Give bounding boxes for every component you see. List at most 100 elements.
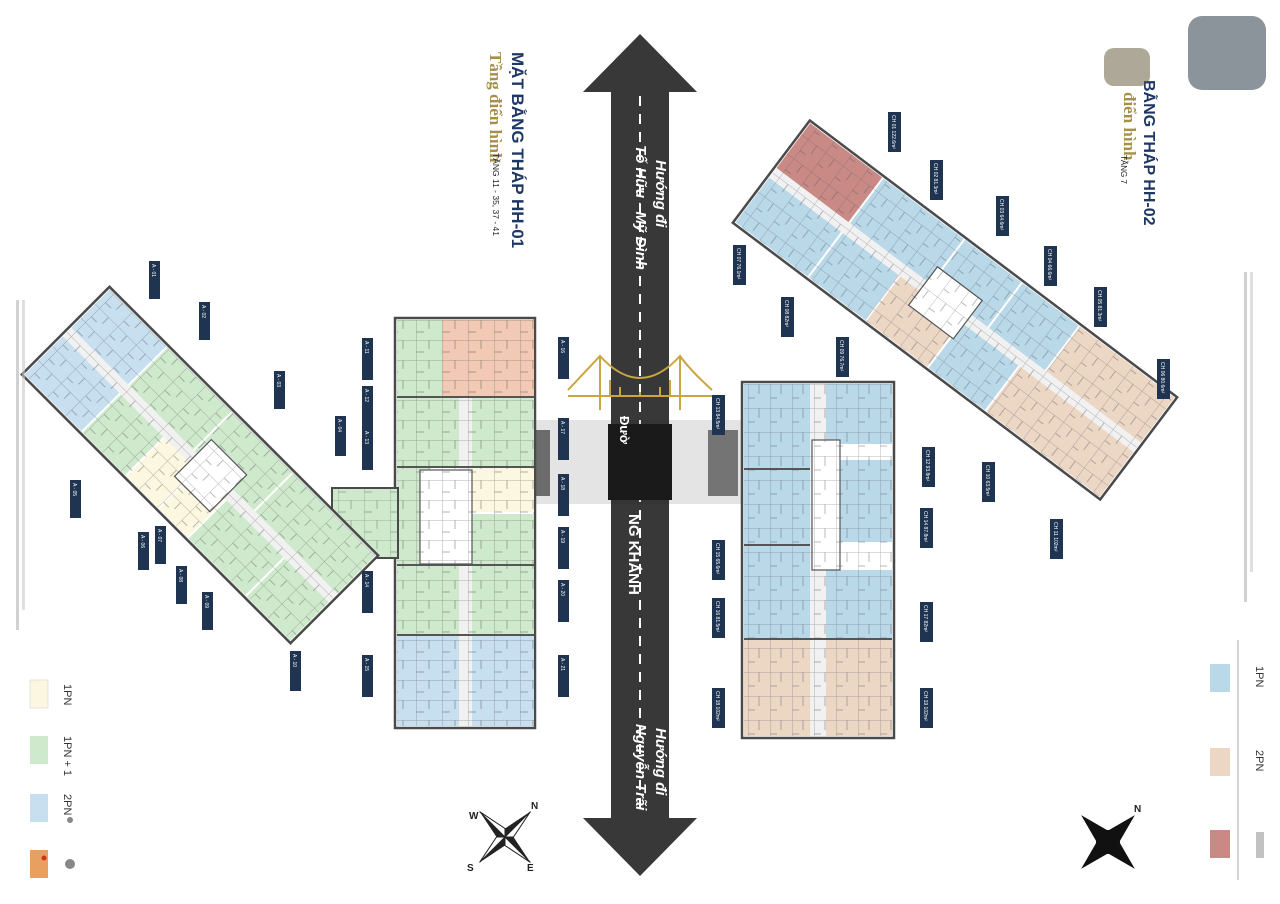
compass-s: S — [467, 863, 474, 874]
legend-swatch — [1210, 664, 1230, 692]
road-dir-top-dest: Tố Hữu - Mỹ Đình — [632, 145, 649, 270]
svg-text:A - 20: A - 20 — [559, 583, 565, 596]
right-tag: CH 02 81.3m² — [930, 160, 943, 200]
road-dir-bottom-dest: Nguyễn Trãi — [632, 724, 649, 811]
left-tag: A - 08 — [176, 566, 187, 604]
right-tower-subtitle: điển hình — [1120, 92, 1139, 161]
right-tower-title: BẰNG THÁP HH-02 — [1140, 80, 1159, 226]
right-tower-heading: BẰNG THÁP HH-02 điển hình TẦNG 7 — [1104, 16, 1266, 226]
left-tag: A - 17 — [558, 418, 569, 460]
left-tag: A - 04 — [335, 416, 346, 456]
road-name-top: Đườ — [617, 416, 632, 445]
svg-text:A - 21: A - 21 — [559, 658, 565, 671]
svg-text:CH 10 63.5m²: CH 10 63.5m² — [984, 465, 990, 496]
right-tag: CH 17 82m² — [920, 602, 933, 642]
svg-text:CH 11 102m²: CH 11 102m² — [1052, 522, 1058, 552]
left-tag: A - 16 — [558, 337, 569, 379]
compass-right: N — [1081, 804, 1141, 869]
road-dir-bottom-label: Hướng đi — [652, 728, 669, 796]
left-tag: A - 21 — [558, 655, 569, 697]
svg-text:CH 16 81.5m²: CH 16 81.5m² — [714, 601, 720, 632]
legend-label: 1PN — [1253, 666, 1265, 687]
legend-item — [30, 850, 75, 878]
svg-text:CH 17 82m²: CH 17 82m² — [922, 605, 928, 632]
left-tag: A - 18 — [558, 474, 569, 516]
right-tag: CH 09 76.7m² — [836, 337, 849, 377]
blurred-logo — [1188, 16, 1266, 90]
left-walls — [397, 320, 534, 726]
right-tag: CH 12 93.8m² — [922, 447, 935, 487]
left-note — [16, 300, 25, 630]
svg-text:CH 14 87.8m²: CH 14 87.8m² — [922, 511, 928, 542]
left-tag: A - 15 — [362, 655, 373, 697]
svg-text:A - 02: A - 02 — [200, 305, 206, 318]
left-tag: A - 19 — [558, 527, 569, 569]
legend-swatch — [30, 850, 48, 878]
svg-text:A - 03: A - 03 — [275, 374, 281, 387]
right-tag: CH 14 87.8m² — [920, 508, 933, 548]
right-note — [1244, 272, 1253, 602]
svg-text:CH 12 93.8m²: CH 12 93.8m² — [924, 450, 930, 481]
svg-text:CH 18 102m²: CH 18 102m² — [714, 691, 720, 721]
right-tag: CH 13 84.5m² — [712, 395, 725, 435]
right-tag: CH 06 80.6m² — [1157, 359, 1170, 399]
legend-swatch — [30, 736, 48, 764]
left-tag: A - 11 — [362, 338, 373, 380]
left-tag: A - 14 — [362, 571, 373, 613]
left-tag: A - 05 — [70, 480, 81, 518]
legend-item: 2PN — [30, 794, 73, 823]
blur-block-center — [608, 424, 672, 500]
legend-label: 2PN — [61, 794, 73, 815]
left-tag: A - 09 — [202, 592, 213, 630]
svg-text:A - 17: A - 17 — [559, 421, 565, 434]
compass-w: W — [469, 811, 479, 822]
left-tag: A - 06 — [138, 532, 149, 570]
legend-swatch — [1210, 748, 1230, 776]
legend-item — [1210, 830, 1264, 858]
legend-label: 1PN + 1 — [61, 736, 73, 776]
svg-text:A - 01: A - 01 — [150, 264, 156, 277]
compass-r-n: N — [1134, 804, 1141, 815]
svg-text:CH 04 66.6m²: CH 04 66.6m² — [1046, 249, 1052, 280]
svg-text:CH 08 82m²: CH 08 82m² — [783, 300, 789, 327]
svg-text:A - 16: A - 16 — [559, 340, 565, 353]
svg-text:A - 19: A - 19 — [559, 530, 565, 543]
road: Hướng đi Tố Hữu - Mỹ Đình Đườ NG KHÁNH H… — [516, 34, 766, 876]
road-name-bottom: NG KHÁNH — [625, 514, 642, 595]
compass-n: N — [531, 801, 538, 812]
bridge-icon — [567, 354, 713, 410]
left-tags: A - 01 A - 02 A - 03 A - 04 A - 05 A - 0… — [70, 261, 569, 697]
left-legend: 1PN 1PN + 1 2PN — [29, 679, 75, 878]
svg-text:CH 19 102m²: CH 19 102m² — [922, 691, 928, 721]
left-tag: A - 13 — [362, 428, 373, 470]
legend-item: 1PN — [29, 679, 73, 709]
right-tower-floors: TẦNG 7 — [1119, 155, 1129, 184]
right-tag: CH 03 64.6m² — [996, 196, 1009, 236]
left-tag: A - 10 — [290, 651, 301, 691]
svg-text:A - 11: A - 11 — [363, 341, 369, 354]
blurred-logo-small — [1104, 48, 1150, 86]
left-tag: A - 01 — [149, 261, 160, 299]
right-tag: CH 05 81.3m² — [1094, 287, 1107, 327]
right-legend: 1PN 2PN — [1210, 640, 1265, 880]
svg-text:A - 06: A - 06 — [139, 535, 145, 548]
svg-text:A - 04: A - 04 — [336, 419, 342, 432]
left-tower-heading: MẶT BẰNG THÁP HH-01 Tầng điển hình TẦNG … — [486, 52, 527, 248]
legend-item — [1210, 664, 1230, 692]
legend-swatch — [29, 679, 49, 709]
right-tag: CH 15 65.6m² — [712, 540, 725, 580]
svg-text:A - 09: A - 09 — [203, 595, 209, 608]
svg-text:CH 03 64.6m²: CH 03 64.6m² — [998, 199, 1004, 230]
right-tag: CH 10 63.5m² — [982, 462, 995, 502]
left-tower-title: MẶT BẰNG THÁP HH-01 — [508, 52, 527, 248]
right-tower-diagonal-wing — [731, 118, 1179, 502]
left-tag: A - 02 — [199, 302, 210, 340]
left-tag: A - 03 — [274, 371, 285, 409]
svg-text:CH 13 84.5m²: CH 13 84.5m² — [714, 398, 720, 429]
svg-text:CH 06 80.6m²: CH 06 80.6m² — [1159, 362, 1165, 393]
right-tower-rect-block — [740, 380, 896, 740]
svg-text:A - 18: A - 18 — [559, 477, 565, 490]
svg-text:CH 05 81.3m²: CH 05 81.3m² — [1096, 290, 1102, 321]
